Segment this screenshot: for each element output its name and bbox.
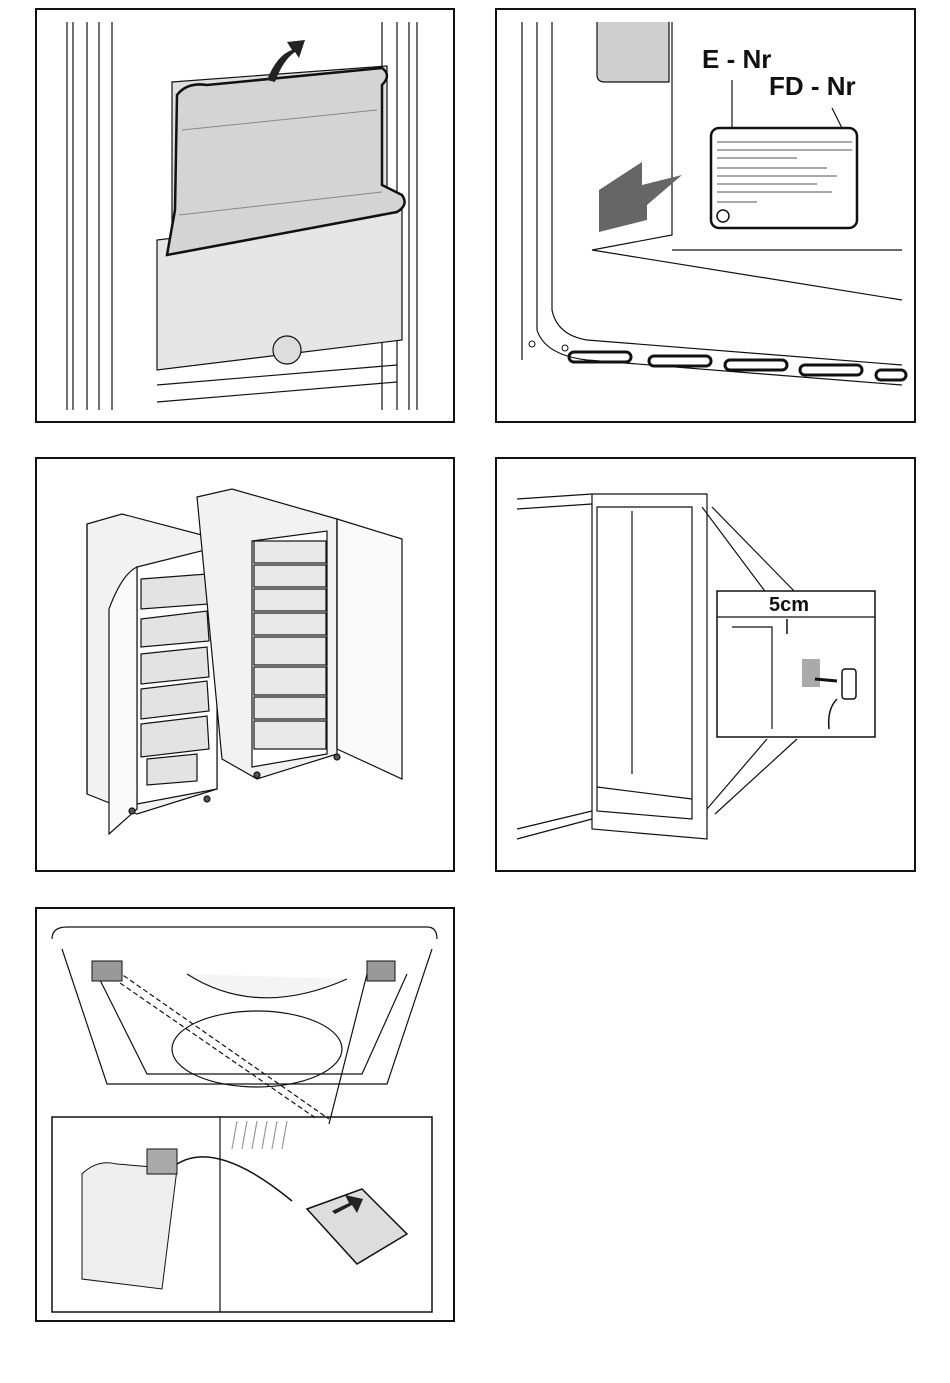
figure-appliances-overview [35, 457, 455, 872]
rating-plate [711, 128, 857, 228]
figure-remove-flap [35, 8, 455, 423]
illustration-appliances [37, 459, 453, 870]
illustration-5cm: 5cm [497, 459, 914, 870]
figure-5cm-position: 5cm [495, 457, 916, 872]
illustration-rating-plate: E - Nr FD - Nr [497, 10, 914, 421]
illustration-flap [37, 10, 453, 421]
illustration-hinge [37, 909, 453, 1320]
figure-rating-plate: E - Nr FD - Nr [495, 8, 916, 423]
label-fd-nr: FD - Nr [769, 71, 856, 101]
label-5cm: 5cm [769, 594, 809, 616]
figure-hinge-bag [35, 907, 455, 1322]
label-e-nr: E - Nr [702, 44, 771, 74]
